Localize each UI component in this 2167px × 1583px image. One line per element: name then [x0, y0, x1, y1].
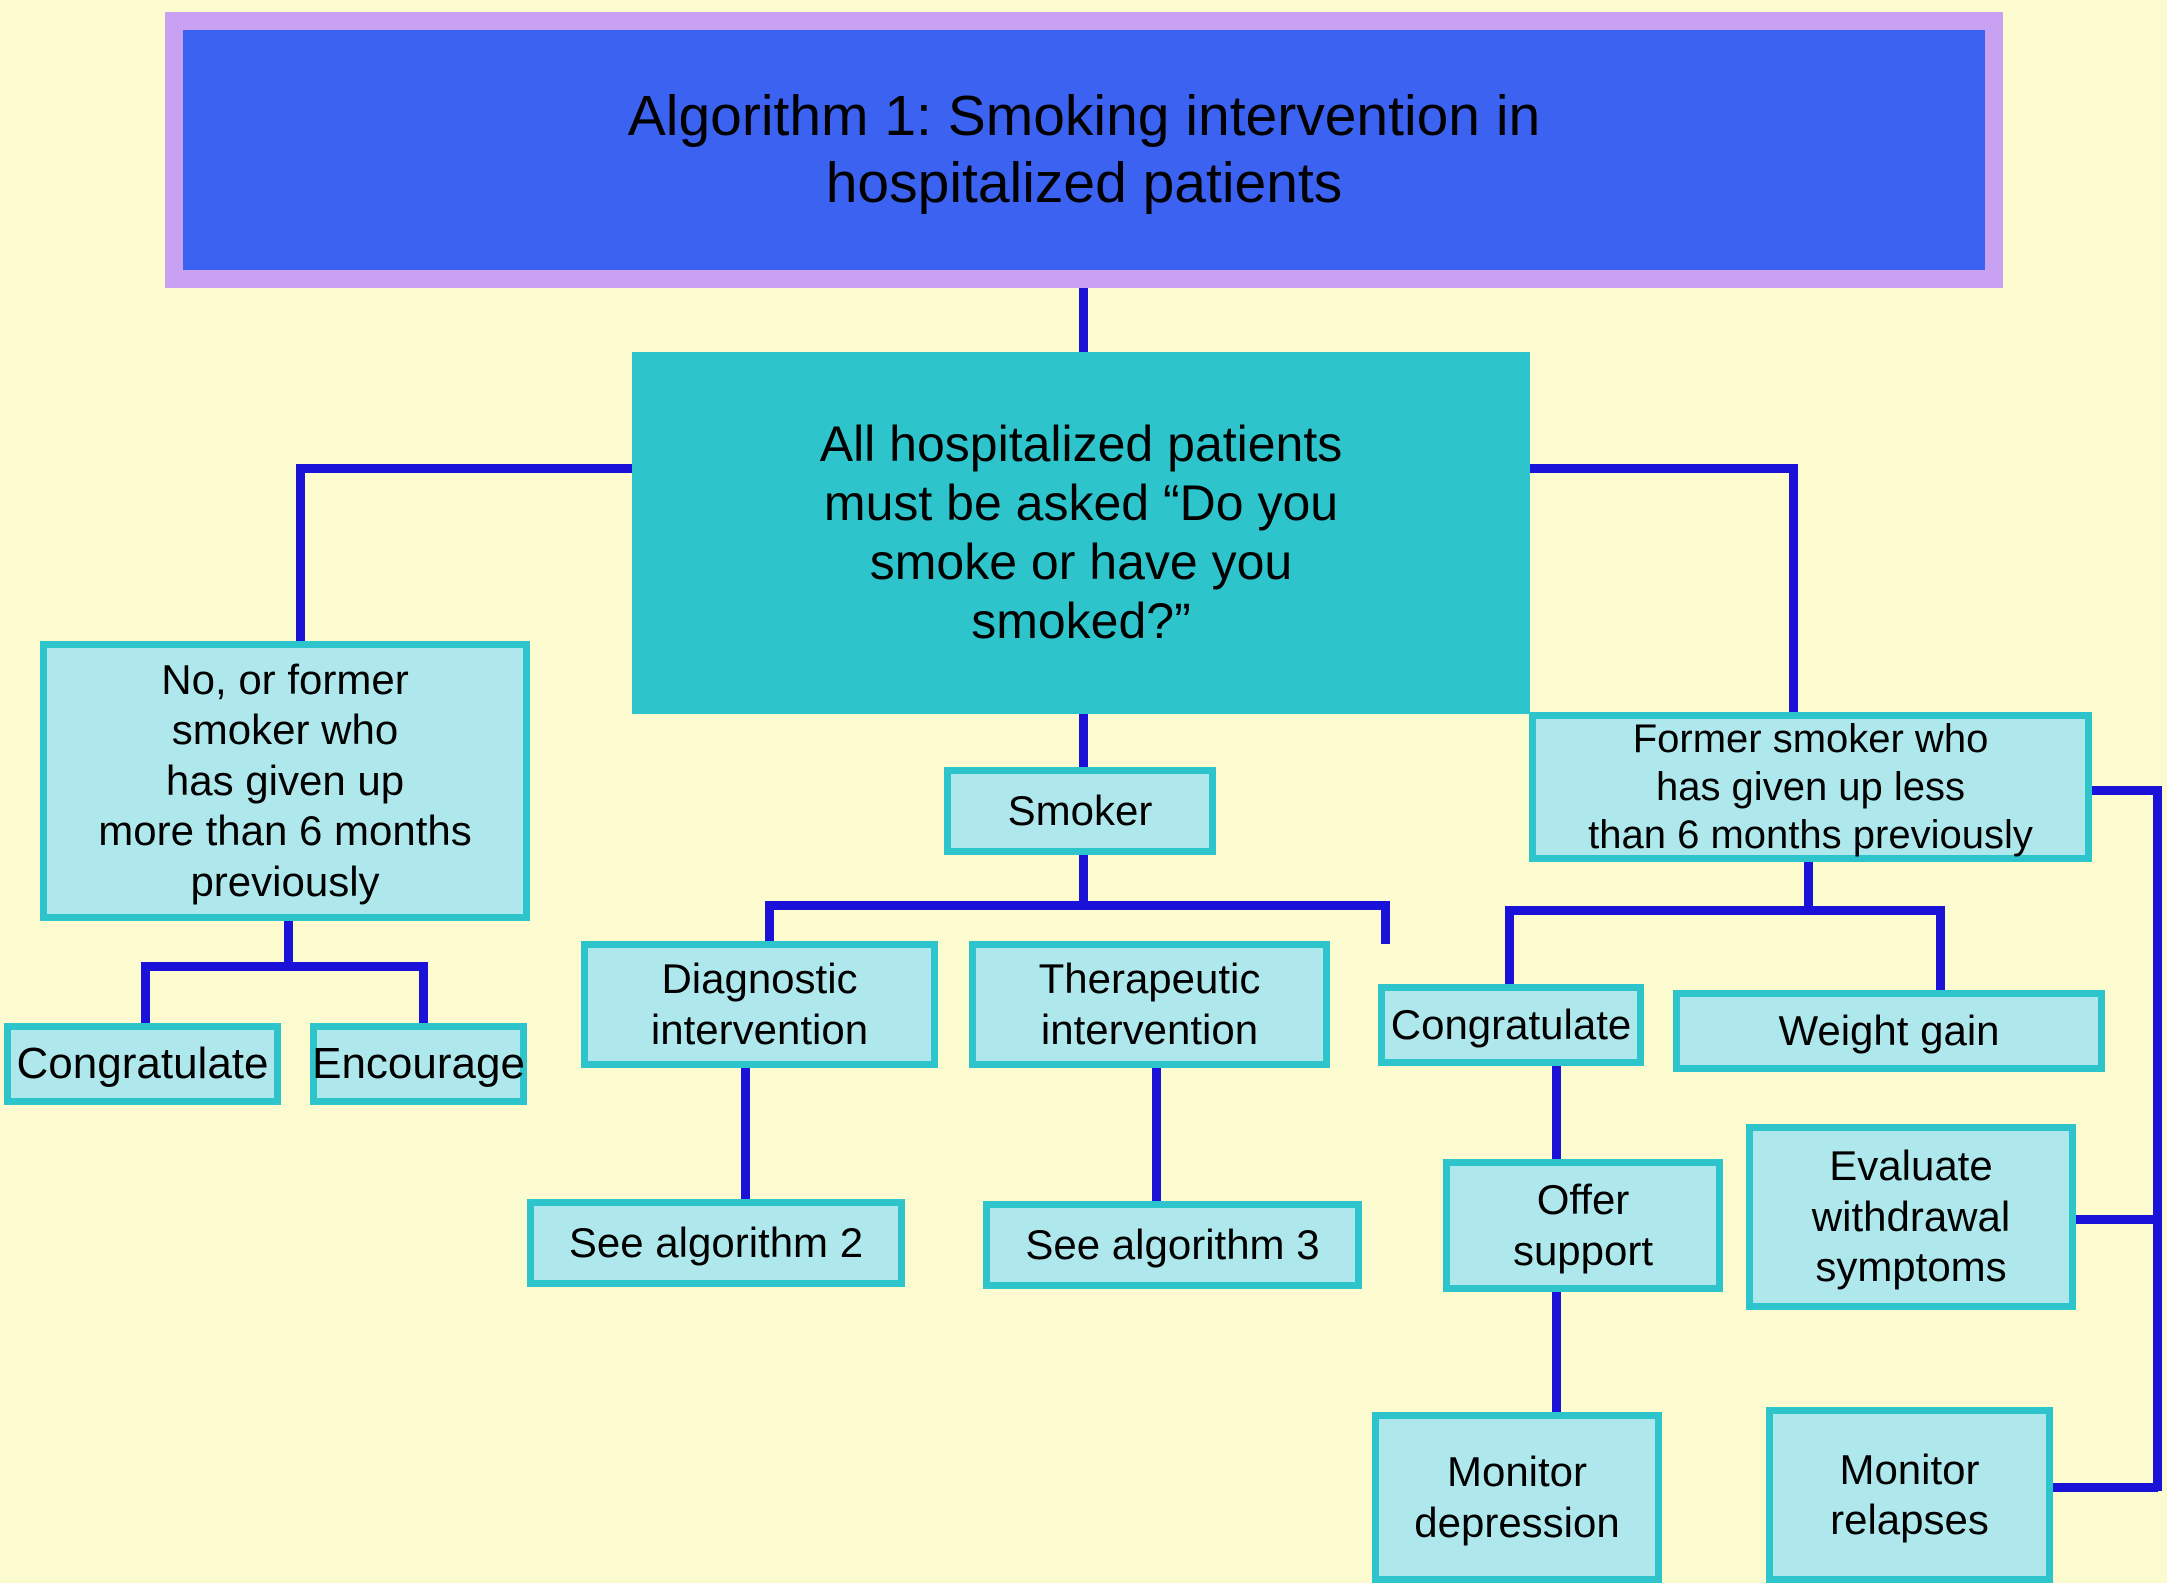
- connector-to-encourage: [419, 962, 428, 1028]
- node-see-algorithm-3-label: See algorithm 3: [1025, 1220, 1320, 1268]
- connector-to-congratulate-left: [141, 962, 150, 1028]
- node-monitor-relapses-label: Monitor relapses: [1830, 1445, 1989, 1543]
- node-congratulate-left: Congratulate: [4, 1023, 281, 1105]
- node-offer-support: Offer support: [1443, 1159, 1723, 1292]
- node-non-smoker: No, or former smoker who has given up mo…: [40, 641, 530, 921]
- node-diagnostic-intervention-label: Diagnostic intervention: [650, 955, 869, 1053]
- connector-nonsmoker-stem: [284, 920, 293, 966]
- connector-recentformer-right-stub: [2092, 786, 2162, 795]
- connector-to-weight-gain: [1936, 906, 1945, 992]
- node-see-algorithm-2-label: See algorithm 2: [568, 1218, 864, 1266]
- node-recent-former-smoker: Former smoker who has given up less than…: [1529, 712, 2092, 862]
- connector-root-left-vertical: [296, 464, 305, 644]
- node-diagnostic-intervention: Diagnostic intervention: [581, 941, 938, 1068]
- node-recent-former-smoker-label: Former smoker who has given up less than…: [1588, 717, 2033, 857]
- node-non-smoker-label: No, or former smoker who has given up mo…: [98, 656, 472, 905]
- connector-root-right-vertical: [1789, 464, 1798, 714]
- connector-recentformer-bus: [1505, 906, 1945, 915]
- node-encourage-label: Encourage: [312, 1038, 525, 1088]
- connector-congratulate-to-offer-support: [1552, 1016, 1561, 1161]
- connector-right-trunk: [2153, 786, 2162, 1491]
- connector-recentformer-stem: [1804, 862, 1813, 910]
- node-congratulate-right-label: Congratulate: [1390, 1000, 1632, 1048]
- title-text: Algorithm 1: Smoking intervention in hos…: [627, 83, 1541, 215]
- node-see-algorithm-3: See algorithm 3: [983, 1201, 1362, 1289]
- node-monitor-depression-label: Monitor depression: [1414, 1448, 1620, 1546]
- node-congratulate-left-label: Congratulate: [16, 1038, 269, 1088]
- connector-root-to-smoker: [1079, 713, 1088, 771]
- connector-to-diagnostic: [765, 901, 774, 944]
- node-weight-gain-label: Weight gain: [1778, 1006, 2000, 1054]
- node-monitor-relapses: Monitor relapses: [1766, 1407, 2053, 1583]
- connector-therapeutic-to-alg3: [1152, 1066, 1161, 1204]
- node-therapeutic-intervention: Therapeutic intervention: [969, 941, 1330, 1068]
- connector-trunk-to-evaluate: [2057, 1215, 2158, 1224]
- node-root-question-label: All hospitalized patients must be asked …: [819, 416, 1343, 649]
- node-smoker-label: Smoker: [1007, 786, 1153, 834]
- connector-root-left-horizontal: [296, 464, 636, 473]
- connector-smoker-bus: [765, 901, 1390, 910]
- node-evaluate-withdrawal-label: Evaluate withdrawal symptoms: [1811, 1142, 2011, 1291]
- node-see-algorithm-2: See algorithm 2: [527, 1199, 905, 1287]
- node-weight-gain: Weight gain: [1673, 990, 2105, 1072]
- node-monitor-depression: Monitor depression: [1372, 1412, 1662, 1583]
- node-congratulate-right: Congratulate: [1378, 984, 1644, 1066]
- node-evaluate-withdrawal: Evaluate withdrawal symptoms: [1746, 1124, 2076, 1310]
- connector-smoker-stem: [1079, 855, 1088, 905]
- node-encourage: Encourage: [310, 1023, 527, 1105]
- title-banner: Algorithm 1: Smoking intervention in hos…: [165, 12, 2003, 288]
- connector-diagnostic-to-alg2: [741, 1066, 750, 1201]
- node-offer-support-label: Offer support: [1512, 1176, 1654, 1274]
- connector-root-right-horizontal: [1526, 464, 1798, 473]
- node-root-question: All hospitalized patients must be asked …: [632, 352, 1530, 714]
- node-therapeutic-intervention-label: Therapeutic intervention: [1038, 955, 1261, 1053]
- connector-nonsmoker-bus: [141, 962, 428, 971]
- connector-to-therapeutic: [1381, 901, 1390, 944]
- connector-title-to-root: [1079, 285, 1088, 355]
- connector-offer-support-to-monitor-depression: [1552, 1290, 1561, 1415]
- node-smoker: Smoker: [944, 767, 1216, 855]
- connector-trunk-to-monitor-relapses: [2040, 1483, 2158, 1492]
- connector-to-congratulate-right: [1505, 906, 1514, 984]
